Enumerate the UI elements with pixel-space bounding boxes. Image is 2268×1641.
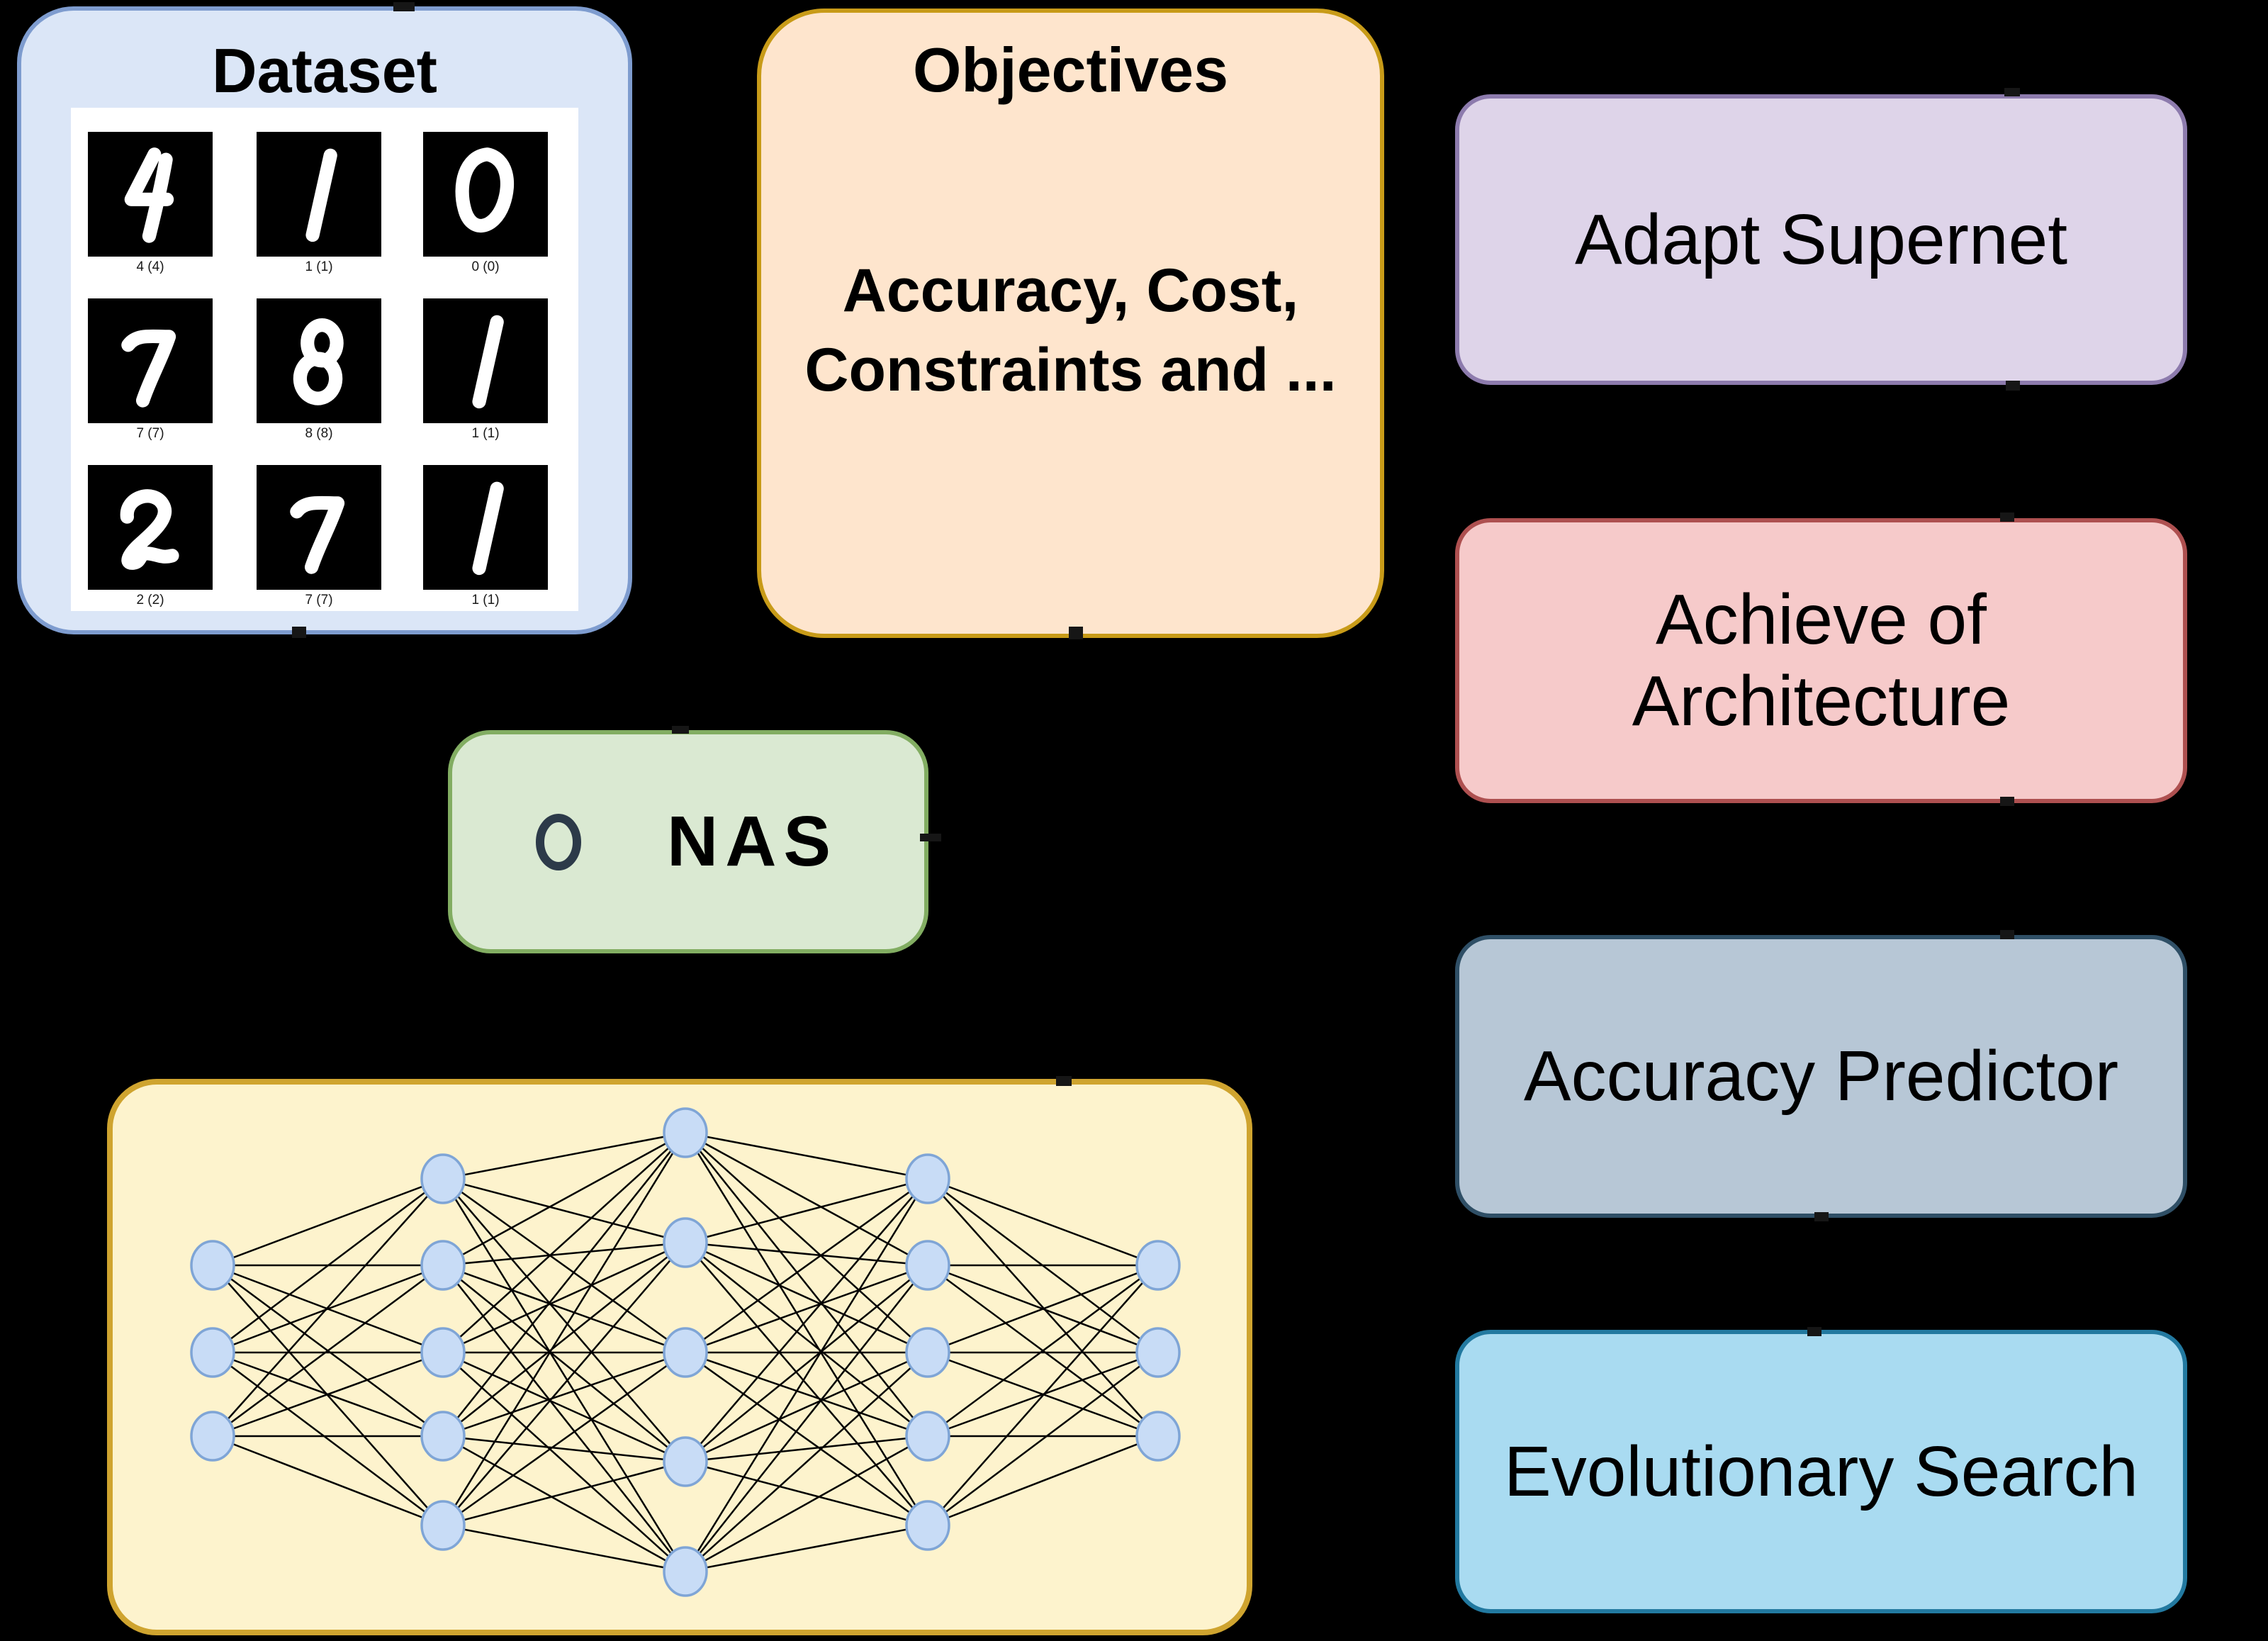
mnist-digit-image xyxy=(121,329,176,408)
network-node xyxy=(663,1327,708,1378)
pipeline-step-label: Achieve of Architecture xyxy=(1632,580,2011,741)
mnist-tile-label: 1 (1) xyxy=(305,259,333,274)
supernet-box xyxy=(107,1079,1252,1635)
network-node xyxy=(663,1107,708,1158)
network-node xyxy=(1135,1240,1181,1291)
mnist-tile-label: 1 (1) xyxy=(471,426,500,441)
nas-box: NAS xyxy=(448,730,928,953)
connector-stub xyxy=(1069,627,1083,639)
pipeline-step-evolutionary-search: Evolutionary Search xyxy=(1455,1330,2187,1613)
nas-label: NAS xyxy=(667,802,838,881)
connector-stub xyxy=(1814,1212,1829,1221)
objectives-box: Objectives Accuracy, Cost, Constraints a… xyxy=(757,9,1384,638)
mnist-tile xyxy=(423,465,548,590)
dataset-box: Dataset 4 (4) 1 (1) 0 (0) 7 (7) 8 (8) 1 (1) 2 … xyxy=(17,6,632,634)
network-node xyxy=(1135,1327,1181,1378)
network-node xyxy=(420,1411,466,1462)
connector-stub xyxy=(2004,88,2020,96)
mnist-tile-label: 7 (7) xyxy=(136,426,164,441)
connector-stub xyxy=(393,2,415,11)
connector-stub xyxy=(1056,1076,1072,1086)
mnist-tile xyxy=(257,465,381,590)
mnist-tile xyxy=(423,298,548,423)
connector-stub xyxy=(672,726,689,734)
pipeline-step-label: Accuracy Predictor xyxy=(1523,1036,2119,1116)
mnist-digit-image xyxy=(124,147,174,243)
mnist-tile xyxy=(423,132,548,257)
network-node xyxy=(1135,1411,1181,1462)
connector-stub xyxy=(2000,513,2014,522)
network-node xyxy=(190,1327,235,1378)
network-node xyxy=(663,1436,708,1487)
mnist-digit-image xyxy=(472,315,504,409)
network-node xyxy=(190,1240,235,1291)
objectives-title: Objectives xyxy=(912,35,1229,105)
network-node xyxy=(420,1240,466,1291)
neural-network-diagram xyxy=(190,1107,1181,1597)
mnist-tile xyxy=(257,298,381,423)
mnist-digit-image xyxy=(305,148,337,242)
connector-stub xyxy=(2000,797,2014,806)
mnist-digit-image xyxy=(120,489,179,570)
mnist-tile xyxy=(88,298,213,423)
mnist-tile-label: 7 (7) xyxy=(305,593,333,607)
mnist-sample-panel: 4 (4) 1 (1) 0 (0) 7 (7) 8 (8) 1 (1) 2 (2) 7 (7)… xyxy=(71,108,578,611)
network-node xyxy=(905,1153,950,1204)
mnist-digit-image xyxy=(293,318,344,405)
objectives-body-line: Constraints and ... xyxy=(804,336,1337,404)
connector-stub xyxy=(292,627,306,638)
gear-icon xyxy=(491,775,626,909)
connector-stub xyxy=(2000,930,2014,939)
network-node xyxy=(905,1500,950,1551)
connector-stub xyxy=(920,834,941,841)
network-node xyxy=(663,1546,708,1597)
mnist-digit-image xyxy=(455,147,515,233)
mnist-tile-label: 4 (4) xyxy=(136,259,164,274)
network-node xyxy=(420,1327,466,1378)
dataset-title: Dataset xyxy=(212,35,437,106)
mnist-digit-image xyxy=(290,495,345,574)
network-node xyxy=(420,1500,466,1551)
network-node xyxy=(905,1411,950,1462)
pipeline-step-accuracy-predictor: Accuracy Predictor xyxy=(1455,935,2187,1218)
network-node xyxy=(905,1240,950,1291)
network-node xyxy=(420,1153,466,1204)
network-node xyxy=(905,1327,950,1378)
objectives-body: Accuracy, Cost, Constraints and ... xyxy=(761,251,1380,410)
mnist-tile-label: 1 (1) xyxy=(471,593,500,607)
mnist-tile xyxy=(88,132,213,257)
pipeline-step-label: Evolutionary Search xyxy=(1504,1431,2138,1511)
mnist-tile-label: 8 (8) xyxy=(305,426,333,441)
mnist-digit-image xyxy=(472,481,504,576)
connector-stub xyxy=(1807,1327,1821,1336)
objectives-body-line: Accuracy, Cost, xyxy=(842,257,1299,325)
pipeline-step-label: Adapt Supernet xyxy=(1575,199,2067,279)
mnist-tile xyxy=(88,465,213,590)
pipeline-step-achieve-of-architecture: Achieve of Architecture xyxy=(1455,518,2187,803)
mnist-tile-label: 0 (0) xyxy=(471,259,500,274)
pipeline-step-adapt-supernet: Adapt Supernet xyxy=(1455,94,2187,385)
connector-stub xyxy=(2006,381,2020,391)
mnist-tile-label: 2 (2) xyxy=(136,593,164,607)
network-node xyxy=(663,1217,708,1268)
network-node xyxy=(190,1411,235,1462)
mnist-tile xyxy=(257,132,381,257)
